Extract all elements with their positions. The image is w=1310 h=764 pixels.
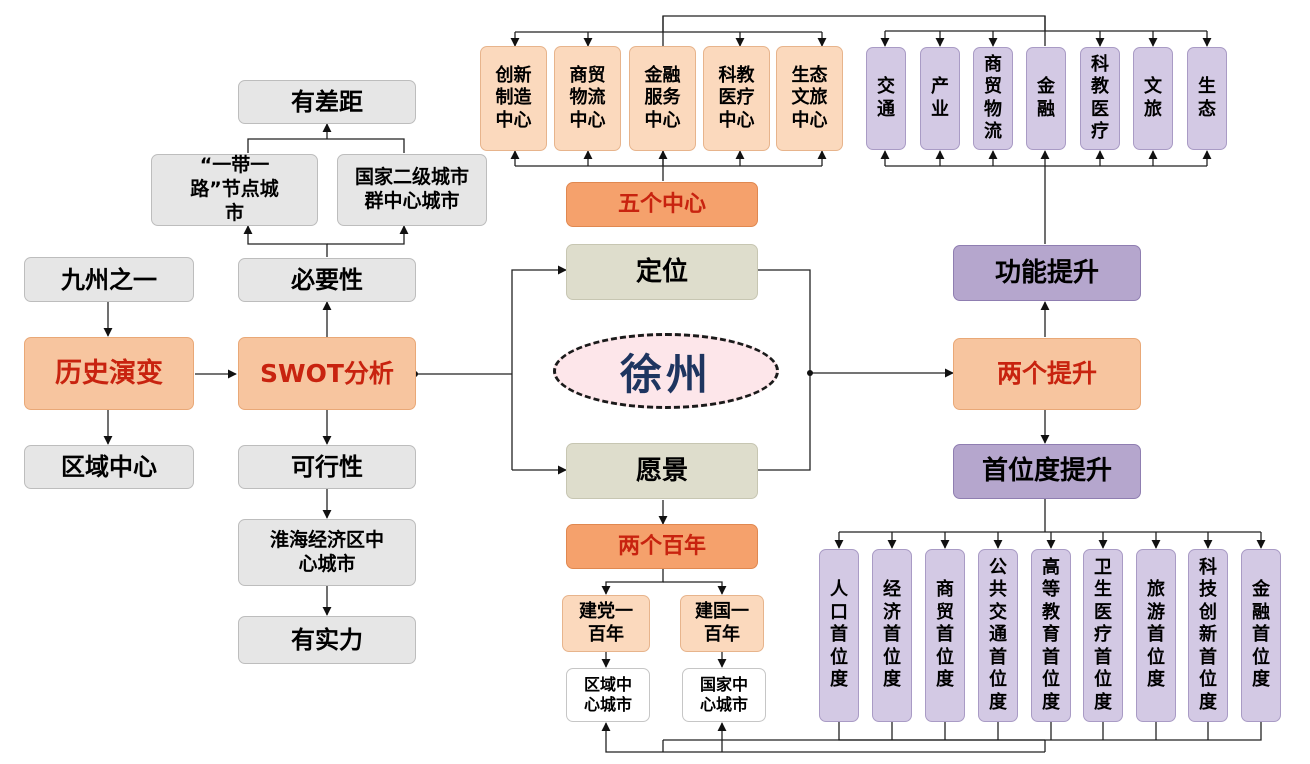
party-centenary-node: 建党一百年 (562, 595, 650, 652)
regional-city-node: 区域中心城市 (566, 668, 650, 722)
primacy-box-economy: 经济首位度 (872, 549, 912, 722)
primacy-box-population: 人口首位度 (819, 549, 859, 722)
positioning-node: 定位 (566, 244, 758, 300)
huaihai-node: 淮海经济区中心城市 (238, 519, 416, 586)
primacy-box-innovation: 科技创新首位度 (1188, 549, 1228, 722)
belt-road-node: “一带一路”节点城市 (151, 154, 318, 226)
center-box-innovation: 创新制造中心 (480, 46, 547, 151)
strength-node: 有实力 (238, 616, 416, 664)
center-box-finance: 金融服务中心 (629, 46, 696, 151)
function-upgrade-node: 功能提升 (953, 245, 1141, 301)
gap-node: 有差距 (238, 80, 416, 124)
primacy-box-public-transport: 公共交通首位度 (978, 549, 1018, 722)
necessity-node: 必要性 (238, 258, 416, 302)
function-box-transport: 交通 (866, 47, 906, 150)
function-box-finance: 金融 (1026, 47, 1066, 150)
center-city-ellipse: 徐州 (553, 333, 779, 409)
center-box-ecology: 生态文旅中心 (776, 46, 843, 151)
center-box-education: 科教医疗中心 (703, 46, 770, 151)
vision-node: 愿景 (566, 443, 758, 499)
function-box-education: 科教医疗 (1080, 47, 1120, 150)
nation-centenary-node: 建国一百年 (680, 595, 764, 652)
two-upgrades-node: 两个提升 (953, 338, 1141, 410)
history-bottom-node: 区域中心 (24, 445, 194, 489)
primacy-box-healthcare: 卫生医疗首位度 (1083, 549, 1123, 722)
primacy-box-tourism: 旅游首位度 (1136, 549, 1176, 722)
primacy-upgrade-node: 首位度提升 (953, 444, 1141, 499)
five-centers-tag: 五个中心 (566, 182, 758, 227)
primacy-box-higher-education: 高等教育首位度 (1031, 549, 1071, 722)
function-box-trade: 商贸物流 (973, 47, 1013, 150)
center-box-logistics: 商贸物流中心 (554, 46, 621, 151)
function-box-ecology: 生态 (1187, 47, 1227, 150)
history-top-node: 九州之一 (24, 257, 194, 302)
history-main-node: 历史演变 (24, 337, 194, 410)
function-box-industry: 产业 (920, 47, 960, 150)
national-cluster-node: 国家二级城市群中心城市 (337, 154, 487, 226)
national-city-node: 国家中心城市 (682, 668, 766, 722)
primacy-box-trade: 商贸首位度 (925, 549, 965, 722)
function-box-tourism: 文旅 (1133, 47, 1173, 150)
primacy-box-finance: 金融首位度 (1241, 549, 1281, 722)
two-centenaries-tag: 两个百年 (566, 524, 758, 569)
feasibility-node: 可行性 (238, 445, 416, 489)
swot-main-node: SWOT分析 (238, 337, 416, 410)
